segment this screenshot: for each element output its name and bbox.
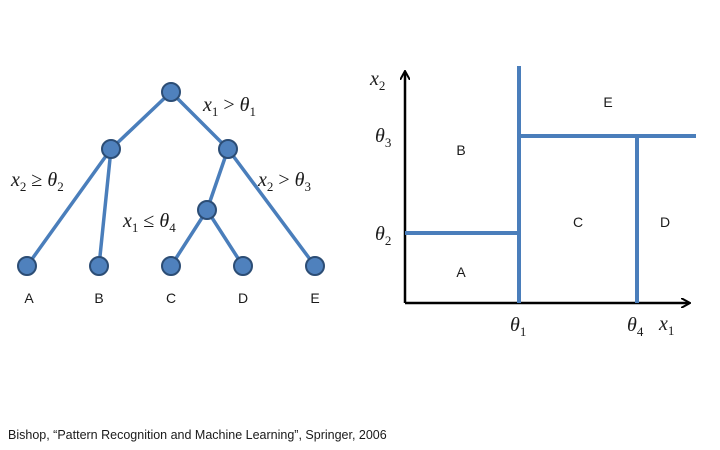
condition-root: x1 > θ1: [202, 94, 256, 119]
region-label-b: B: [456, 142, 465, 158]
region-label-e: E: [603, 94, 612, 110]
leaf-label-d: D: [238, 290, 248, 306]
edge-right-leaf-e: [226, 147, 317, 268]
decision-tree: x1 > θ1 x2 ≥ θ2 x2 > θ3 x1 ≤ θ4 A B C D …: [10, 82, 325, 306]
leaf-node-a: [17, 256, 37, 276]
leaf-node-c: [161, 256, 181, 276]
partition-plot: x2 x1 θ3 θ2 θ1 θ4 A B C D E: [369, 66, 696, 339]
leaf-node-e: [305, 256, 325, 276]
edge-left-leaf-b: [97, 147, 113, 268]
region-label-d: D: [660, 214, 670, 230]
edge-inner-leaf-c: [169, 208, 209, 268]
leaf-label-b: B: [94, 290, 103, 306]
node-inner: [197, 200, 217, 220]
region-label-a: A: [456, 264, 466, 280]
partition-lines: [405, 66, 696, 303]
region-labels: A B C D E: [456, 94, 670, 280]
leaf-labels: A B C D E: [24, 290, 319, 306]
leaf-label-e: E: [310, 290, 319, 306]
condition-left: x2 ≥ θ2: [10, 169, 64, 194]
node-right: [218, 139, 238, 159]
x-axis-label: x1: [658, 313, 674, 338]
citation: Bishop, “Pattern Recognition and Machine…: [8, 428, 387, 442]
leaf-label-a: A: [24, 290, 34, 306]
leaf-label-c: C: [166, 290, 176, 306]
condition-right: x2 > θ3: [257, 169, 311, 194]
edge-left-leaf-a: [25, 147, 113, 268]
tree-nodes: [17, 82, 325, 276]
leaf-node-b: [89, 256, 109, 276]
edge-root-right: [169, 90, 230, 151]
y-axis-label: x2: [369, 68, 385, 93]
leaf-node-d: [233, 256, 253, 276]
node-root: [161, 82, 181, 102]
edge-inner-leaf-d: [205, 208, 245, 268]
node-left: [101, 139, 121, 159]
y-tick-theta2: θ2: [375, 223, 391, 248]
edge-root-left: [109, 90, 173, 151]
region-label-c: C: [573, 214, 583, 230]
condition-inner: x1 ≤ θ4: [122, 210, 176, 235]
x-tick-theta1: θ1: [510, 314, 526, 339]
x-tick-theta4: θ4: [627, 314, 644, 339]
edge-right-inner: [205, 147, 230, 212]
tree-edges: [25, 90, 317, 268]
y-tick-theta3: θ3: [375, 125, 391, 150]
